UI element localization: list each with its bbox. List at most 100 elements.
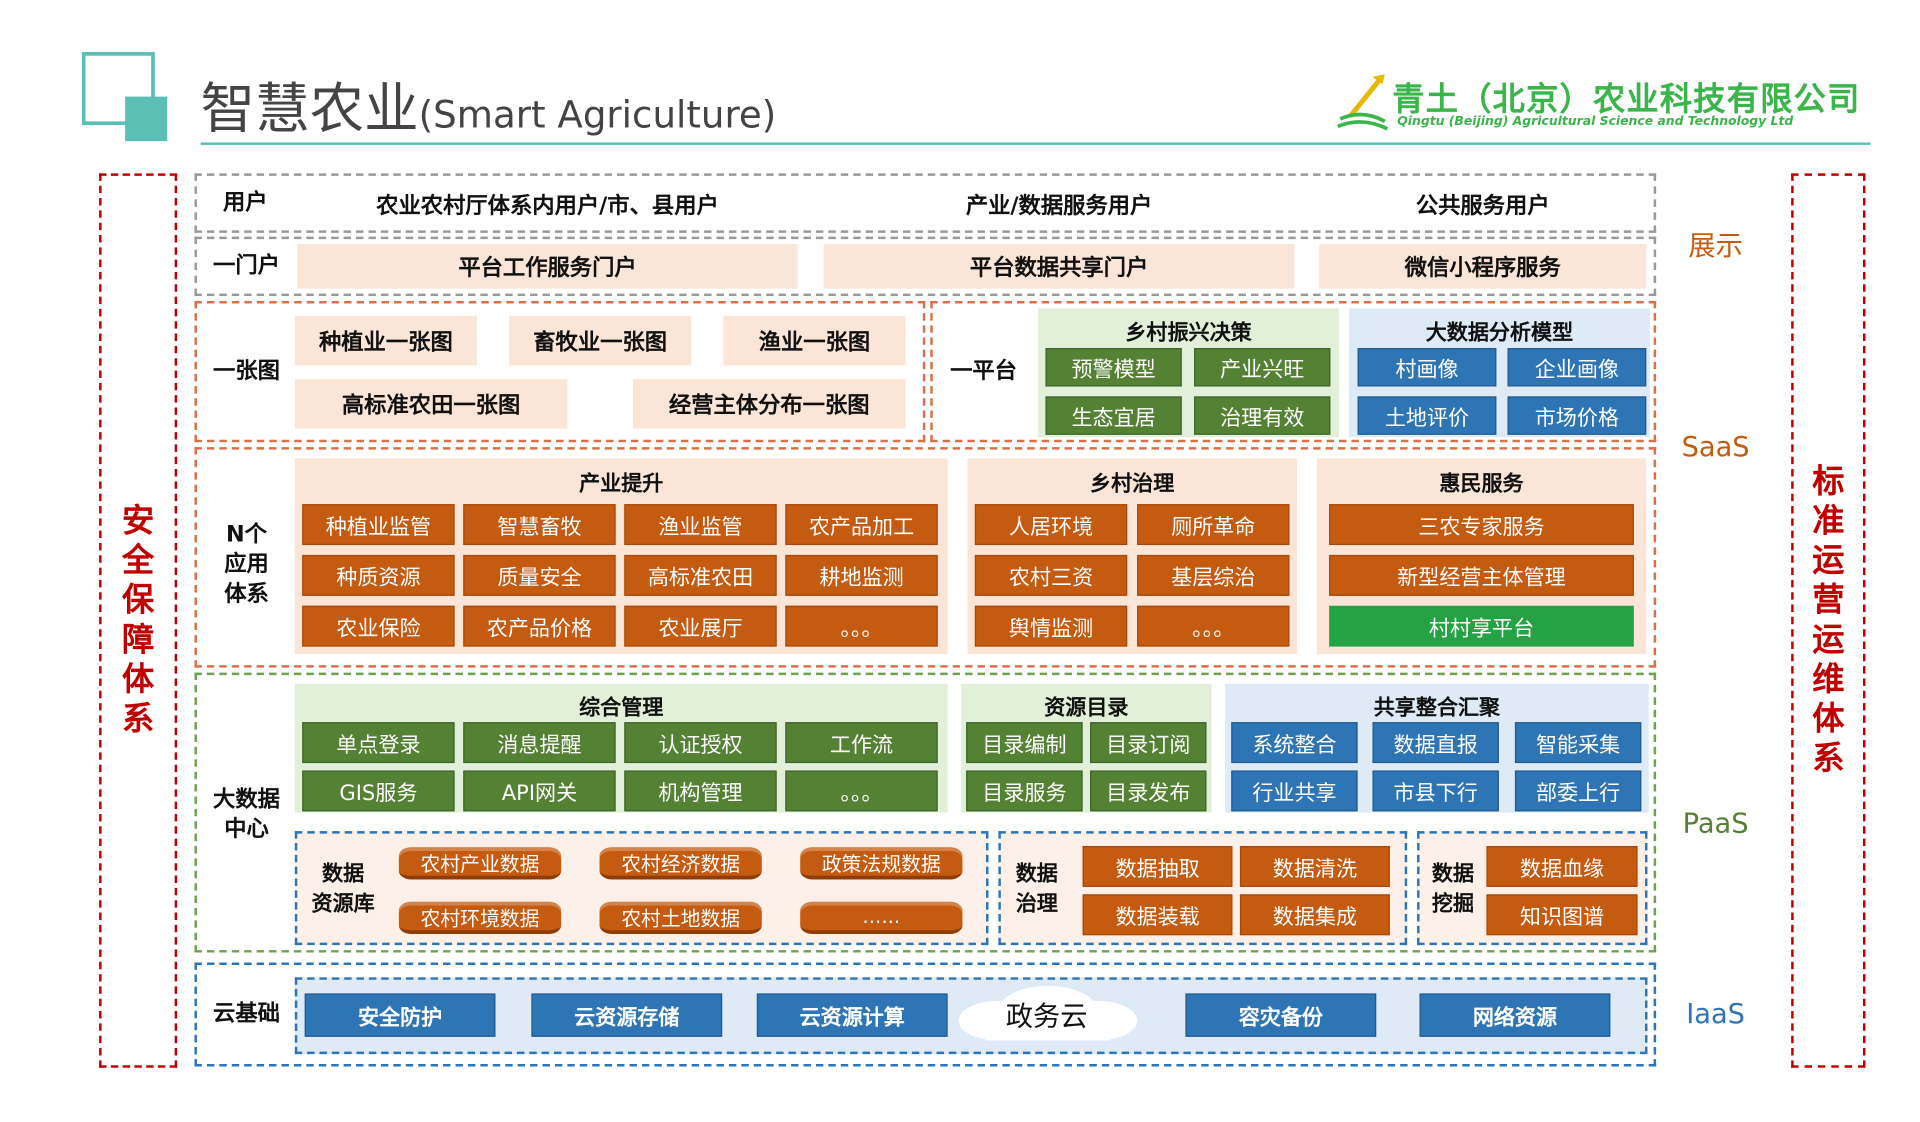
rural-governance-title: 乡村治理 xyxy=(1090,471,1175,497)
mining-knowledge-graph: 知识图谱 xyxy=(1486,894,1638,936)
gov-rural-assets: 农村三资 xyxy=(974,554,1128,596)
map-business-entities: 经营主体分布一张图 xyxy=(632,379,906,429)
one-platform-panel xyxy=(930,301,1657,443)
gov-more: 。。。 xyxy=(1137,605,1290,647)
map-planting: 种植业一张图 xyxy=(294,315,477,366)
share-smart-collection: 智能采集 xyxy=(1514,722,1642,764)
share-city-county-downlink: 市县下行 xyxy=(1372,770,1499,812)
share-ministry-uplink: 部委上行 xyxy=(1514,770,1642,812)
industry-upgrade-title: 产业提升 xyxy=(579,471,664,497)
n-apps-label: N个 应用 体系 xyxy=(198,520,295,609)
rural-decision-title: 乡村振兴决策 xyxy=(1125,320,1252,345)
app-agri-insurance: 农业保险 xyxy=(302,605,455,647)
repo-label-line1: 数据 xyxy=(322,862,365,887)
users-label: 用户 xyxy=(222,189,268,216)
map-farmland: 高标准农田一张图 xyxy=(294,379,568,429)
app-agri-exhibition: 农业展厅 xyxy=(624,605,777,647)
gov-data-loading: 数据装载 xyxy=(1082,894,1233,936)
bigdata-model-title: 大数据分析模型 xyxy=(1425,320,1574,345)
model-village-portrait: 村画像 xyxy=(1357,348,1497,387)
repo-label-line2: 资源库 xyxy=(311,891,375,917)
tier-iaas: IaaS xyxy=(1686,999,1745,1030)
mining-label-line1: 数据 xyxy=(1431,862,1475,887)
data-governance-label: 数据 治理 xyxy=(1001,860,1073,919)
portal-work-service: 平台工作服务门户 xyxy=(297,244,798,289)
title-en: (Smart Agriculture) xyxy=(418,94,777,138)
data-mining-label: 数据 挖掘 xyxy=(1420,860,1487,919)
repo-rural-land-data: 农村土地数据 xyxy=(599,901,762,934)
portal-data-sharing: 平台数据共享门户 xyxy=(823,244,1295,289)
portal-wechat-miniapp: 微信小程序服务 xyxy=(1319,244,1647,289)
app-farmland-monitoring: 耕地监测 xyxy=(785,554,938,596)
app-planting-supervision: 种植业监管 xyxy=(302,504,455,546)
gov-living-environment: 人居环境 xyxy=(974,504,1128,546)
gov-data-extraction: 数据抽取 xyxy=(1082,846,1233,887)
map-fishery: 渔业一张图 xyxy=(723,315,906,366)
gov-cloud-label: 政务云 xyxy=(1005,1002,1088,1034)
model-land-evaluation: 土地评价 xyxy=(1357,396,1497,435)
security-system-label: 安全保障体系 xyxy=(121,502,155,739)
cloud-security-protection: 安全防护 xyxy=(304,993,496,1037)
app-quality-safety: 质量安全 xyxy=(463,554,616,596)
svc-village-sharing-platform: 村村享平台 xyxy=(1329,605,1634,647)
user-type-industry: 产业/数据服务用户 xyxy=(965,193,1153,220)
portal-label: 一门户 xyxy=(213,252,280,279)
tier-saas: SaaS xyxy=(1681,431,1750,463)
mgmt-gis-service: GIS服务 xyxy=(302,770,455,812)
rural-ecological-livability: 生态宜居 xyxy=(1045,396,1182,435)
bigdata-center-panel xyxy=(194,672,1657,953)
n-apps-label-line2: 应用 xyxy=(224,551,269,578)
cloud-network-resources: 网络资源 xyxy=(1419,993,1611,1037)
model-enterprise-portrait: 企业画像 xyxy=(1507,348,1647,387)
gov-cloud-icon xyxy=(949,984,1145,1046)
catalog-publish: 目录发布 xyxy=(1090,770,1207,812)
n-apps-label-line1: N个 xyxy=(226,521,267,548)
share-direct-reporting: 数据直报 xyxy=(1372,722,1499,764)
app-produce-price: 农产品价格 xyxy=(463,605,616,647)
repo-rural-industry-data: 农村产业数据 xyxy=(398,847,562,880)
company-name-en: Qingtu (Beijing) Agricultural Science an… xyxy=(1397,115,1794,129)
catalog-subscribe: 目录订阅 xyxy=(1090,722,1207,764)
header-rule xyxy=(200,142,1871,145)
ops-system-label: 标准运营运维体系 xyxy=(1812,463,1845,778)
repo-policy-regulation-data: 政策法规数据 xyxy=(800,847,963,880)
app-fishery-supervision: 渔业监管 xyxy=(624,504,777,546)
mgmt-more: 。。。 xyxy=(785,770,938,812)
n-apps-panel xyxy=(194,447,1657,668)
gov-public-opinion: 舆情监测 xyxy=(974,605,1128,647)
model-market-price: 市场价格 xyxy=(1507,396,1647,435)
rural-effective-governance: 治理有效 xyxy=(1194,396,1331,435)
mgmt-authentication: 认证授权 xyxy=(624,722,777,764)
public-services-title: 惠民服务 xyxy=(1439,471,1524,497)
catalog-title: 资源目录 xyxy=(1044,695,1129,721)
users-row xyxy=(194,173,1657,233)
one-platform-label: 一平台 xyxy=(950,357,1017,384)
bigdata-center-label-line1: 大数据 xyxy=(213,786,280,813)
app-high-standard-farmland: 高标准农田 xyxy=(624,554,777,596)
page-title: 智慧农业(Smart Agriculture) xyxy=(201,64,777,141)
app-industry-more: 。。。 xyxy=(785,605,938,647)
gov-grassroots-governance: 基层综治 xyxy=(1137,554,1290,596)
tier-display: 展示 xyxy=(1688,231,1743,263)
mgmt-api-gateway: API网关 xyxy=(463,770,616,812)
rural-industry-prosperity: 产业兴旺 xyxy=(1194,348,1331,387)
catalog-service: 目录服务 xyxy=(966,770,1083,812)
app-germplasm: 种质资源 xyxy=(302,554,455,596)
cloud-storage: 云资源存储 xyxy=(531,993,723,1037)
rural-warning-model: 预警模型 xyxy=(1045,348,1182,387)
management-title: 综合管理 xyxy=(579,695,664,721)
governance-label-line2: 治理 xyxy=(1015,891,1058,917)
cloud-panel xyxy=(194,962,1657,1067)
mining-label-line2: 挖掘 xyxy=(1431,891,1475,917)
cloud-computing: 云资源计算 xyxy=(756,993,948,1037)
repo-rural-economy-data: 农村经济数据 xyxy=(599,847,762,880)
mgmt-single-sign-on: 单点登录 xyxy=(302,722,455,764)
map-livestock: 畜牧业一张图 xyxy=(509,315,692,366)
mgmt-message-alerts: 消息提醒 xyxy=(463,722,616,764)
ops-system-panel: 标准运营运维体系 xyxy=(1791,173,1866,1068)
user-type-internal: 农业农村厅体系内用户/市、县用户 xyxy=(376,193,719,220)
title-cn: 智慧农业 xyxy=(200,78,419,142)
gov-data-integration: 数据集成 xyxy=(1239,894,1390,936)
cloud-disaster-recovery: 容灾备份 xyxy=(1185,993,1377,1037)
user-type-public: 公共服务用户 xyxy=(1415,193,1550,220)
